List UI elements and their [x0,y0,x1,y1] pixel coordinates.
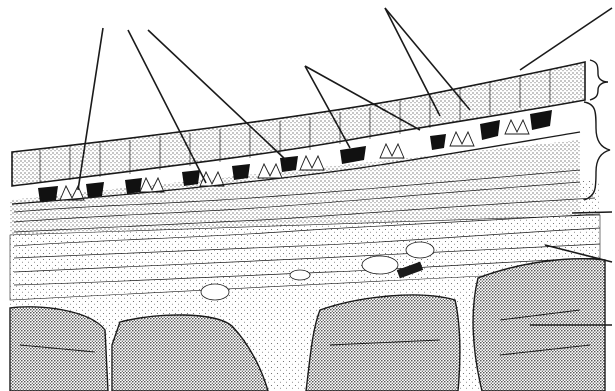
pointer-line-8 [520,8,612,70]
layer-brackets [584,60,610,200]
bracket-top [590,60,608,100]
pointer-line-9 [572,212,612,213]
